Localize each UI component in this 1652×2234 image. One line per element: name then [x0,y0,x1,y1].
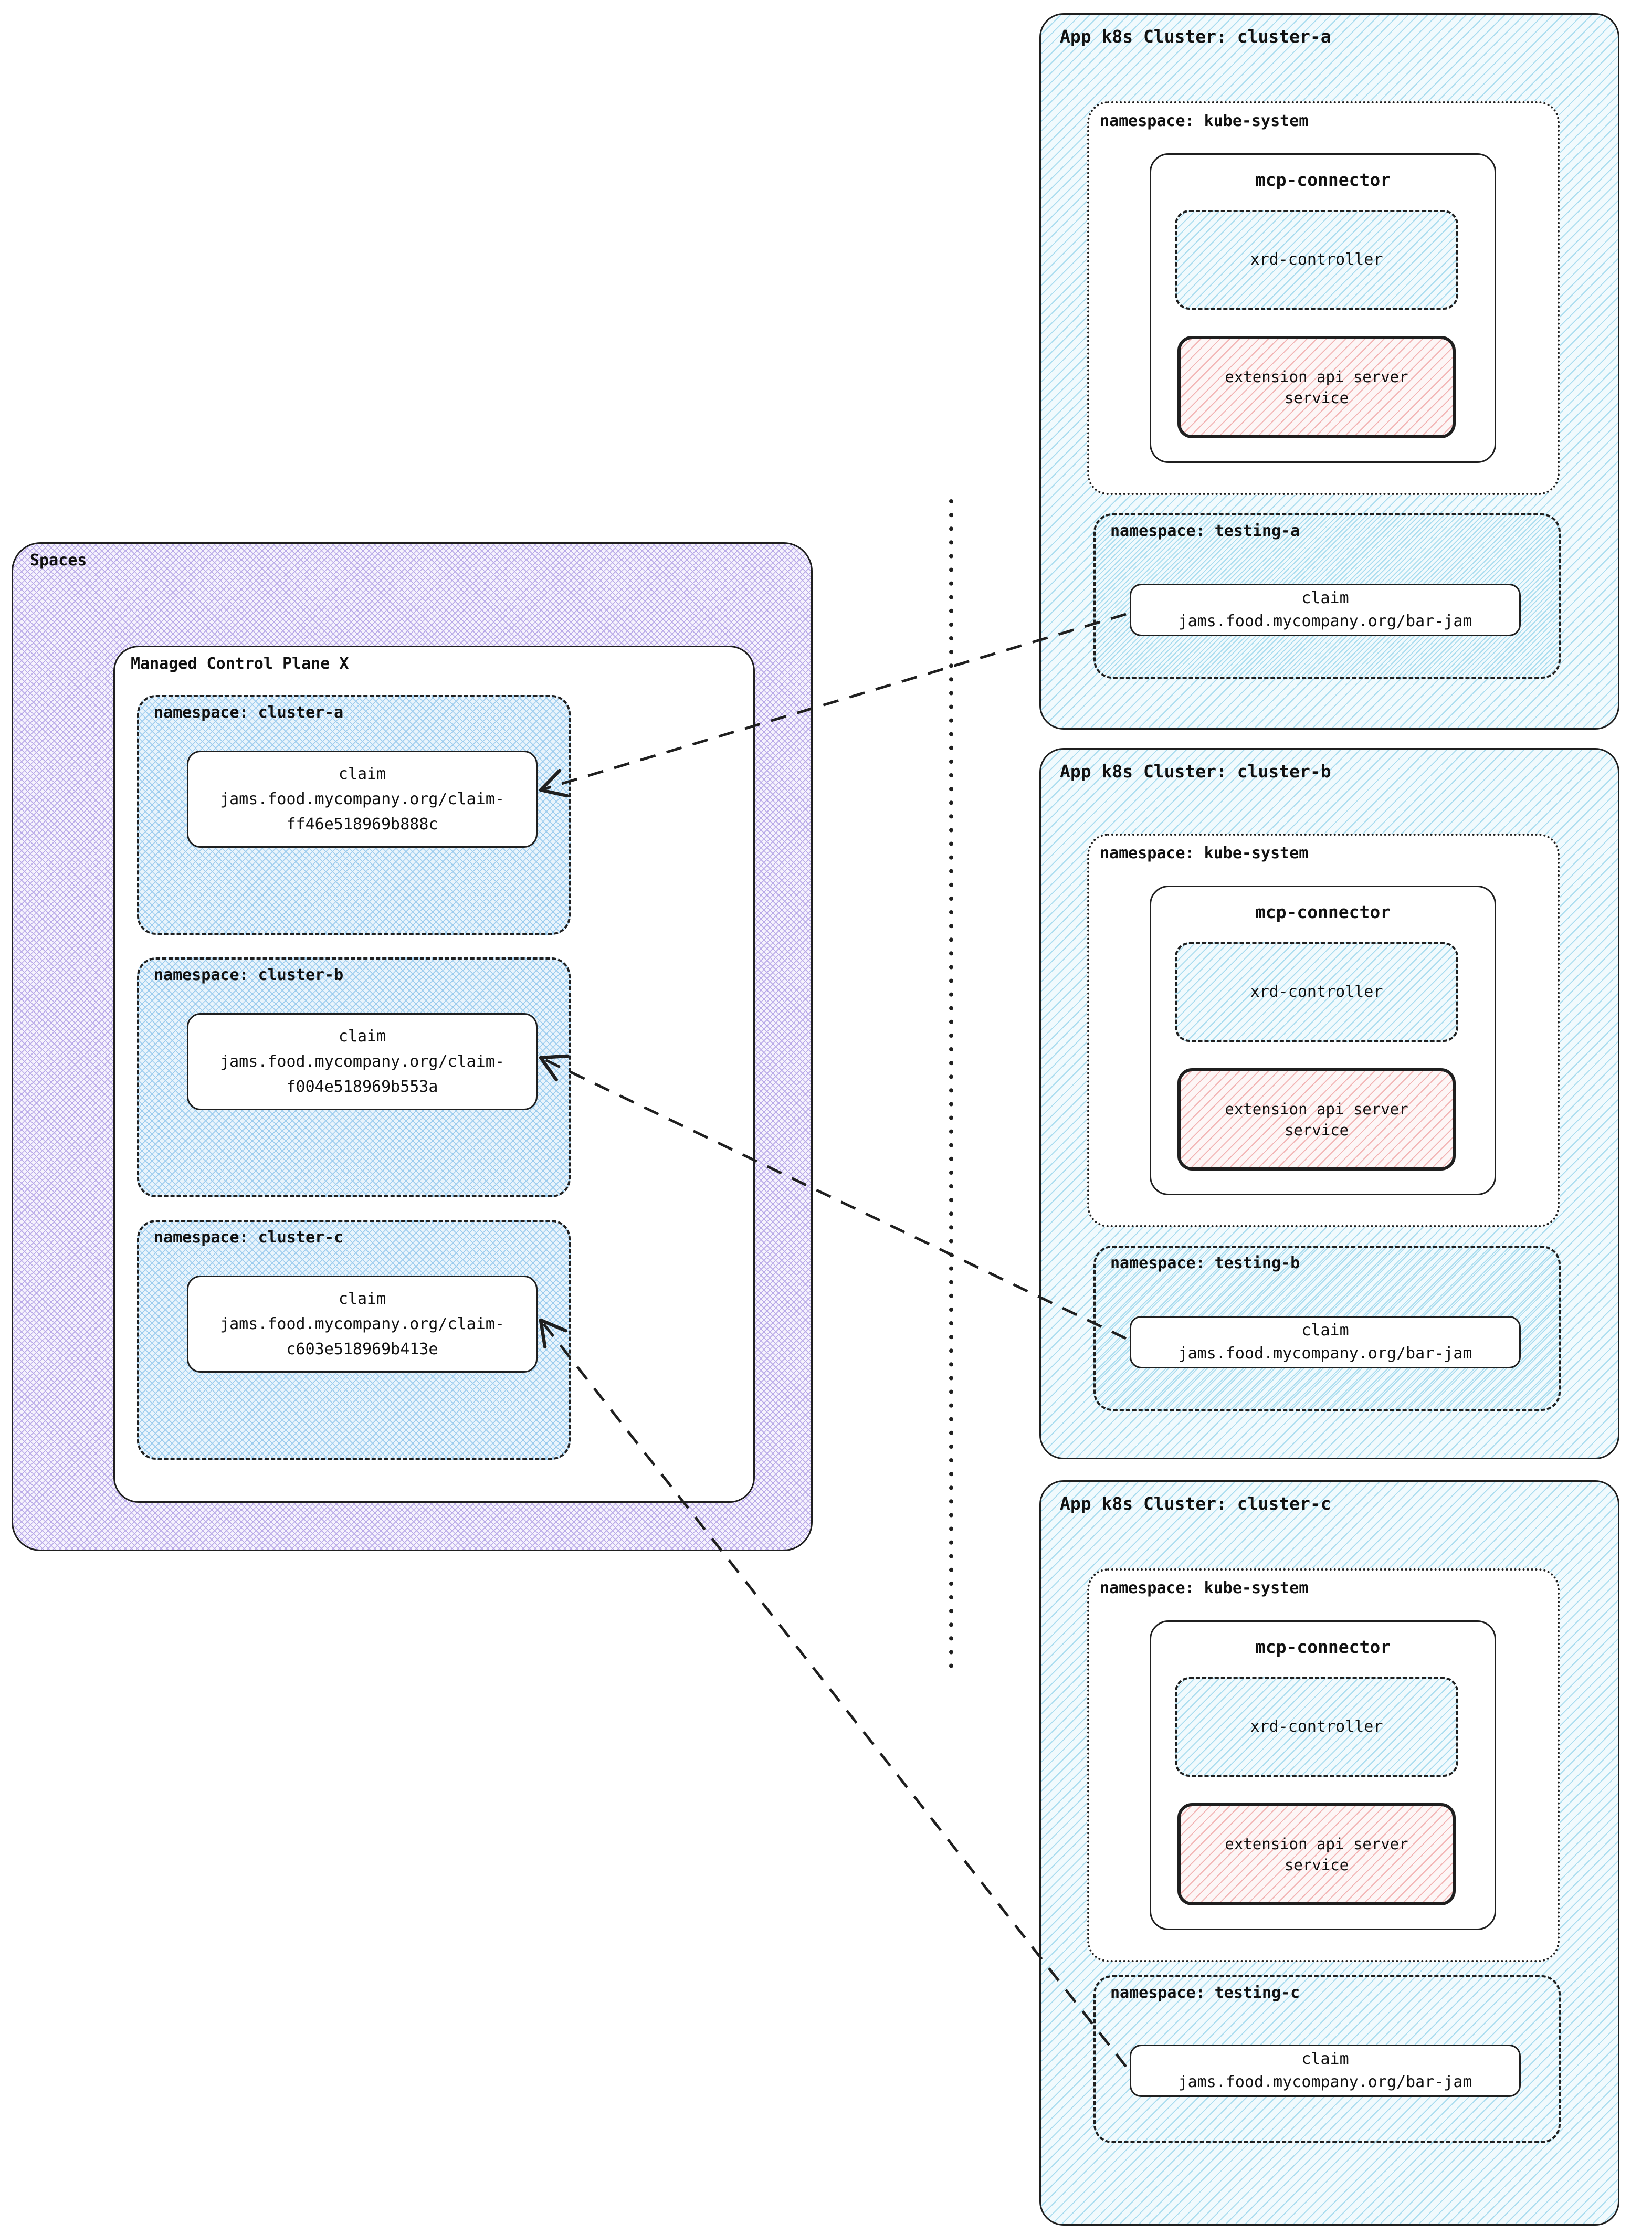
claim-box-testing-a: claim jams.food.mycompany.org/bar-jam [1130,584,1521,636]
extension-api-line1: extension api server [1225,367,1408,386]
managed-control-plane-box: Managed Control Plane X namespace: clust… [113,646,755,1503]
mcp-connector-b-box: mcp-connector xrd-controller extension a… [1150,886,1496,1195]
claim-box-cluster-b: claim jams.food.mycompany.org/claim- f00… [187,1013,538,1110]
claim-box-cluster-c: claim jams.food.mycompany.org/claim- c60… [187,1276,538,1373]
claim-box-cluster-a: claim jams.food.mycompany.org/claim- ff4… [187,751,538,848]
app-cluster-a-title: App k8s Cluster: cluster-a [1060,26,1331,47]
extension-api-c-box: extension api server service [1177,1803,1456,1905]
app-cluster-a-box: App k8s Cluster: cluster-a namespace: ku… [1039,13,1619,730]
namespace-cluster-b-label: namespace: cluster-b [154,966,344,984]
app-cluster-b-title: App k8s Cluster: cluster-b [1060,761,1331,782]
xrd-controller-b-box: xrd-controller [1175,942,1458,1042]
claim-title: claim [1301,1321,1349,1340]
xrd-controller-c-box: xrd-controller [1175,1677,1458,1777]
mcp-connector-a-box: mcp-connector xrd-controller extension a… [1150,153,1496,463]
app-cluster-c-title: App k8s Cluster: cluster-c [1060,1493,1331,1514]
managed-control-plane-label: Managed Control Plane X [131,655,349,673]
claim-line2: f004e518969b553a [286,1077,438,1096]
claim-text-testing-b: claim jams.food.mycompany.org/bar-jam [1131,1319,1519,1365]
testing-b-label: namespace: testing-b [1110,1254,1300,1272]
extension-api-a-box: extension api server service [1177,336,1456,438]
extension-api-line2: service [1284,1121,1349,1139]
claim-text-cluster-a: claim jams.food.mycompany.org/claim- ff4… [188,762,536,837]
claim-value: jams.food.mycompany.org/bar-jam [1178,612,1472,630]
namespace-cluster-c-label: namespace: cluster-c [154,1228,344,1247]
claim-line1: jams.food.mycompany.org/claim- [220,1052,504,1071]
namespace-cluster-a-box: namespace: cluster-a claim jams.food.myc… [137,695,571,935]
kube-system-c-label: namespace: kube-system [1100,1579,1309,1597]
claim-text-testing-c: claim jams.food.mycompany.org/bar-jam [1131,2048,1519,2094]
testing-b-box: namespace: testing-b claim jams.food.myc… [1093,1246,1561,1411]
claim-line1: jams.food.mycompany.org/claim- [220,789,504,808]
mcp-connector-c-box: mcp-connector xrd-controller extension a… [1150,1620,1496,1930]
app-cluster-c-box: App k8s Cluster: cluster-c namespace: ku… [1039,1480,1619,2226]
claim-box-testing-b: claim jams.food.mycompany.org/bar-jam [1130,1316,1521,1368]
claim-box-testing-c: claim jams.food.mycompany.org/bar-jam [1130,2045,1521,2097]
claim-title: claim [1301,589,1349,607]
kube-system-b-box: namespace: kube-system mcp-connector xrd… [1087,834,1560,1227]
extension-api-line1: extension api server [1225,1100,1408,1118]
testing-c-label: namespace: testing-c [1110,1984,1300,2002]
namespace-cluster-a-label: namespace: cluster-a [154,703,344,722]
extension-api-line2: service [1284,1856,1349,1874]
claim-line2: ff46e518969b888c [286,815,438,834]
extension-api-b-box: extension api server service [1177,1068,1456,1171]
namespace-cluster-b-box: namespace: cluster-b claim jams.food.myc… [137,957,571,1197]
xrd-controller-a-box: xrd-controller [1175,210,1458,310]
extension-api-c-label: extension api server service [1181,1833,1453,1875]
kube-system-a-box: namespace: kube-system mcp-connector xrd… [1087,101,1560,495]
spaces-label: Spaces [30,551,87,570]
mcp-connector-b-title: mcp-connector [1255,902,1391,922]
extension-api-a-label: extension api server service [1181,366,1453,408]
claim-text-cluster-b: claim jams.food.mycompany.org/claim- f00… [188,1024,536,1100]
extension-api-line2: service [1284,388,1349,407]
kube-system-c-box: namespace: kube-system mcp-connector xrd… [1087,1568,1560,1962]
extension-api-b-label: extension api server service [1181,1099,1453,1141]
claim-text-testing-a: claim jams.food.mycompany.org/bar-jam [1131,587,1519,633]
claim-title: claim [1301,2050,1349,2068]
xrd-controller-a-label: xrd-controller [1250,250,1383,269]
claim-line2: c603e518969b413e [286,1340,438,1358]
testing-a-box: namespace: testing-a claim jams.food.myc… [1093,513,1561,679]
namespace-cluster-c-box: namespace: cluster-c claim jams.food.myc… [137,1220,571,1460]
claim-value: jams.food.mycompany.org/bar-jam [1178,1344,1472,1363]
claim-title: claim [338,764,386,783]
xrd-controller-c-label: xrd-controller [1250,1717,1383,1736]
claim-value: jams.food.mycompany.org/bar-jam [1178,2073,1472,2091]
kube-system-b-label: namespace: kube-system [1100,844,1309,862]
mcp-connector-a-title: mcp-connector [1255,170,1391,190]
claim-line1: jams.food.mycompany.org/claim- [220,1314,504,1333]
testing-a-label: namespace: testing-a [1110,522,1300,540]
claim-text-cluster-c: claim jams.food.mycompany.org/claim- c60… [188,1287,536,1362]
kube-system-a-label: namespace: kube-system [1100,112,1309,130]
testing-c-box: namespace: testing-c claim jams.food.myc… [1093,1975,1561,2143]
xrd-controller-b-label: xrd-controller [1250,983,1383,1001]
spaces-container: Spaces Managed Control Plane X namespace… [12,542,813,1551]
app-cluster-b-box: App k8s Cluster: cluster-b namespace: ku… [1039,748,1619,1459]
claim-title: claim [338,1027,386,1046]
mcp-connector-c-title: mcp-connector [1255,1637,1391,1657]
extension-api-line1: extension api server [1225,1835,1408,1853]
claim-title: claim [338,1289,386,1308]
